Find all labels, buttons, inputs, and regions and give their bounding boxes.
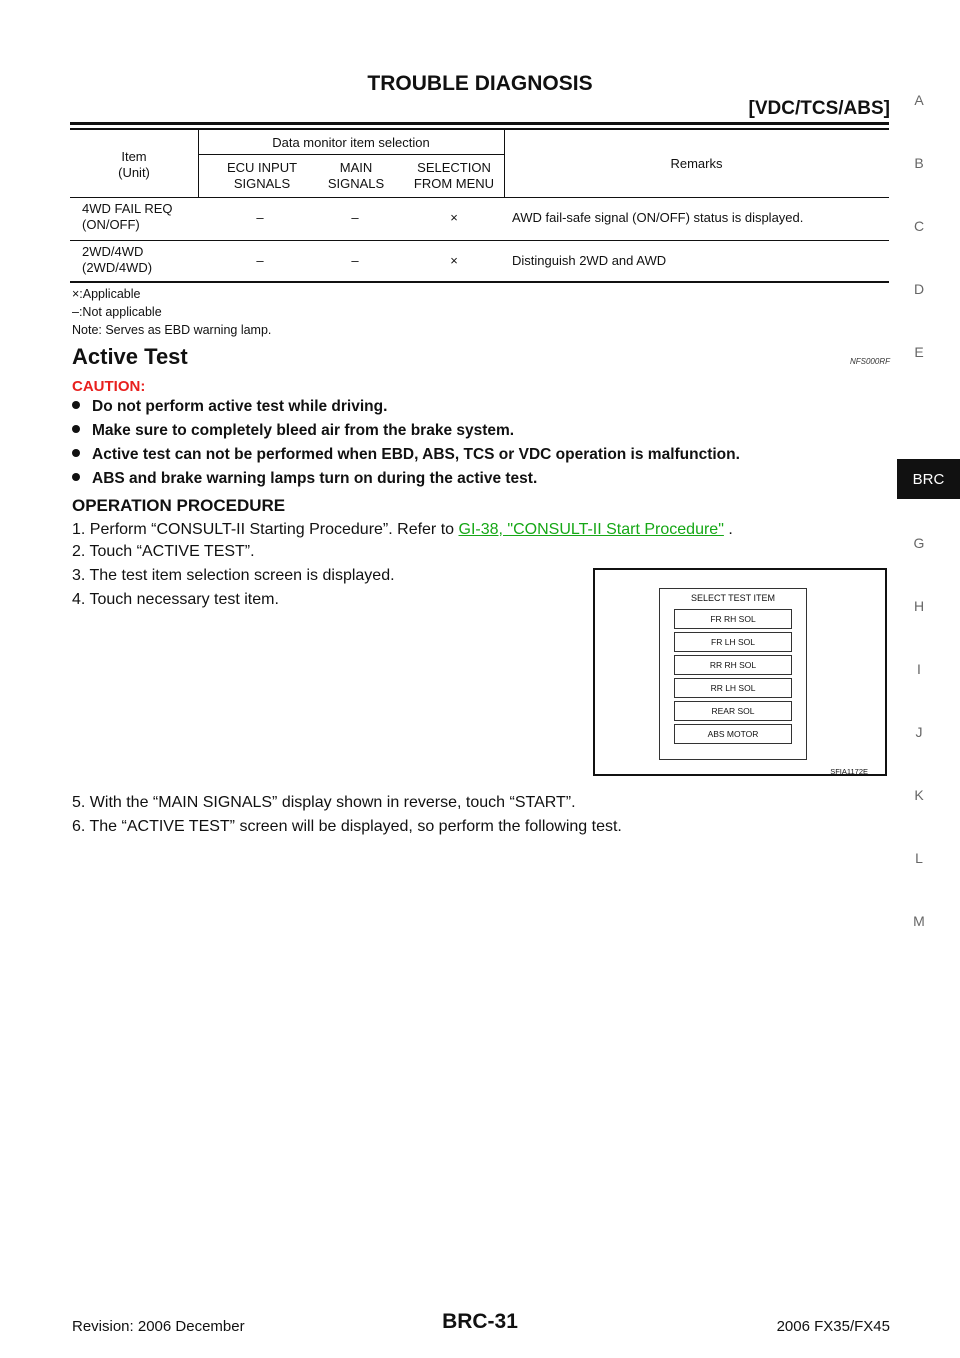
side-letter-a[interactable]: A (914, 92, 924, 108)
side-letter-k[interactable]: K (914, 787, 924, 803)
procedure-step-5: 5. With the “MAIN SIGNALS” display shown… (72, 794, 576, 811)
caution-item: Active test can not be performed when EB… (72, 446, 740, 464)
procedure-step-3: 3. The test item selection screen is dis… (72, 567, 395, 584)
caution-item: Do not perform active test while driving… (72, 398, 387, 416)
procedure-step-1: 1. Perform “CONSULT-II Starting Procedur… (72, 521, 733, 539)
test-item-button[interactable]: ABS MOTOR (674, 724, 792, 744)
row-select: × (450, 253, 458, 268)
test-item-button[interactable]: FR RH SOL (674, 609, 792, 629)
row-remarks: Distinguish 2WD and AWD (512, 253, 667, 268)
table-bottom-rule (70, 281, 889, 283)
row-item: 4WD FAIL REQ (ON/OFF) (82, 201, 173, 232)
col-header-item: Item (Unit) (118, 149, 150, 180)
side-letter-d[interactable]: D (913, 281, 925, 297)
row-item: 2WD/4WD (2WD/4WD) (82, 244, 153, 275)
legend-applicable: ×:Applicable (72, 287, 141, 301)
test-item-button[interactable]: FR LH SOL (674, 632, 792, 652)
figure-frame (593, 568, 887, 776)
legend-not-applicable: –:Not applicable (72, 305, 162, 319)
side-letter-j[interactable]: J (915, 724, 923, 740)
procedure-step-4: 4. Touch necessary test item. (72, 591, 279, 608)
footer-page-number: BRC-31 (442, 1310, 518, 1333)
row-main: – (351, 210, 359, 225)
side-letter-h[interactable]: H (913, 598, 925, 614)
caution-text: Make sure to completely bleed air from t… (92, 422, 515, 439)
note-ebd: Note: Serves as EBD warning lamp. (72, 323, 272, 337)
procedure-title: OPERATION PROCEDURE (72, 496, 286, 515)
test-item-button[interactable]: RR LH SOL (674, 678, 792, 698)
step-text: 1. Perform “CONSULT-II Starting Procedur… (72, 521, 459, 538)
section-code: NFS000RF (849, 357, 890, 366)
table-divider (504, 130, 505, 198)
test-item-button[interactable]: RR RH SOL (674, 655, 792, 675)
col-header-select: SELECTION FROM MENU (413, 160, 495, 191)
reference-link[interactable]: GI-38, "CONSULT-II Start Procedure" (458, 521, 724, 538)
table-top-rule (70, 128, 889, 130)
test-item-button[interactable]: REAR SOL (674, 701, 792, 721)
side-letter-m[interactable]: M (913, 913, 925, 929)
row-remarks: AWD fail-safe signal (ON/OFF) status is … (512, 210, 804, 225)
bullet-icon (72, 449, 80, 457)
caution-item: ABS and brake warning lamps turn on duri… (72, 470, 537, 488)
header-rule (70, 122, 889, 125)
section-title: Active Test (72, 344, 188, 369)
page-subtitle: [VDC/TCS/ABS] (748, 98, 890, 119)
side-letter-e[interactable]: E (914, 344, 924, 360)
row-select: × (450, 210, 458, 225)
side-letter-c[interactable]: C (913, 218, 925, 234)
footer-revision: Revision: 2006 December (72, 1318, 245, 1335)
step-text: . (723, 521, 733, 538)
row-ecu: – (256, 210, 264, 225)
bullet-icon (72, 425, 80, 433)
col-header-group: Data monitor item selection (272, 135, 430, 150)
side-letter-g[interactable]: G (913, 535, 925, 551)
row-ecu: – (256, 253, 264, 268)
page-title: TROUBLE DIAGNOSIS (367, 72, 593, 95)
col-header-remarks: Remarks (670, 156, 723, 171)
caution-text: Active test can not be performed when EB… (92, 446, 740, 463)
consult-screen: SELECT TEST ITEM FR RH SOL FR LH SOL RR … (659, 588, 807, 760)
figure-id: SFIA1172E (830, 767, 868, 776)
side-tab-brc[interactable]: BRC (897, 459, 960, 499)
caution-text: Do not perform active test while driving… (92, 398, 388, 415)
footer-model: 2006 FX35/FX45 (776, 1318, 890, 1335)
caution-text: ABS and brake warning lamps turn on duri… (92, 470, 538, 487)
procedure-step-2: 2. Touch “ACTIVE TEST”. (72, 543, 255, 560)
bullet-icon (72, 473, 80, 481)
table-row-rule (70, 240, 889, 241)
table-header-rule (70, 197, 889, 198)
bullet-icon (72, 401, 80, 409)
table-divider (198, 130, 199, 198)
side-letter-i[interactable]: I (917, 661, 921, 677)
side-letter-l[interactable]: L (915, 850, 923, 866)
procedure-step-6: 6. The “ACTIVE TEST” screen will be disp… (72, 818, 622, 835)
col-header-main: MAIN SIGNALS (327, 160, 385, 191)
caution-label: CAUTION: (72, 378, 146, 395)
caution-item: Make sure to completely bleed air from t… (72, 422, 514, 440)
row-main: – (351, 253, 359, 268)
table-subheader-rule (198, 154, 504, 155)
col-header-ecu: ECU INPUT SIGNALS (226, 160, 298, 191)
side-letter-b[interactable]: B (914, 155, 924, 171)
screen-title: SELECT TEST ITEM (690, 593, 776, 603)
